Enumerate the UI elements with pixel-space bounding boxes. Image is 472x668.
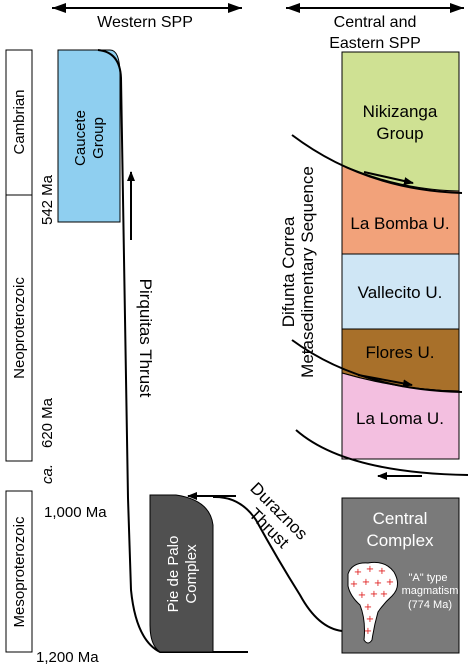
- svg-text:+: +: [362, 577, 370, 588]
- vallecito-label: Vallecito U.: [358, 283, 443, 302]
- caucete-group-block: [57, 49, 121, 223]
- flores-contact-line: [291, 339, 463, 393]
- western-spp-header: Western SPP: [97, 14, 193, 31]
- svg-text:+: +: [366, 614, 374, 625]
- duraznos-thrust-line: [212, 495, 343, 632]
- basal-thrust-line: [295, 429, 469, 476]
- caucete-group-label-line2: Group: [90, 117, 107, 159]
- era-label-cambrian: Cambrian: [11, 89, 28, 154]
- era-box-cambrian: [5, 49, 33, 196]
- era-box-neoproterozoic: [5, 194, 33, 462]
- nikizanga-group-block: [341, 51, 460, 192]
- svg-text:+: +: [354, 567, 362, 578]
- la-loma-label: La Loma U.: [356, 409, 444, 428]
- la-bomba-label: La Bomba U.: [350, 214, 449, 233]
- age-620: 620 Ma: [39, 397, 56, 448]
- svg-text:+: +: [380, 589, 388, 600]
- pirquitas-thrust-line: [97, 49, 248, 653]
- difunta-correa-label-line2: Metasedimentary Sequence: [298, 166, 317, 378]
- nikizanga-label-line1: Nikizanga: [363, 102, 438, 121]
- central-complex-label-line1: Central: [373, 509, 428, 528]
- flores-label: Flores U.: [366, 343, 435, 362]
- difunta-correa-label-line1: Difunta Correa: [279, 216, 298, 327]
- age-542: 542 Ma: [39, 174, 56, 225]
- svg-text:+: +: [370, 589, 378, 600]
- central-eastern-header-line1: Central and: [334, 14, 417, 31]
- central-eastern-header-line2: Eastern SPP: [329, 35, 421, 52]
- nikizanga-label-line2: Group: [376, 124, 423, 143]
- magmatism-label-line2: magmatism: [402, 585, 459, 597]
- magmatism-label-line3: (774 Ma): [408, 599, 452, 611]
- magmatism-crosses: + + + + + + + + + + + + +: [350, 564, 394, 637]
- era-label-neoproterozoic: Neoproterozoic: [11, 277, 28, 379]
- era-label-mesoproterozoic: Mesoproterozoic: [11, 516, 28, 627]
- flores-contact-arrow: [357, 374, 413, 388]
- age-1200: 1,200 Ma: [36, 649, 99, 666]
- pie-de-palo-label-line1: Pie de Palo: [165, 536, 182, 613]
- pie-de-palo-label-line2: Complex: [183, 544, 200, 604]
- nikizanga-contact-line: [291, 134, 463, 194]
- pirquitas-thrust-label: Pirquitas Thrust: [136, 279, 155, 398]
- nikizanga-contact-arrow: [363, 171, 414, 185]
- a-type-magmatism-intrusion: [347, 561, 398, 644]
- vallecito-block: [341, 253, 460, 330]
- svg-text:+: +: [378, 566, 386, 577]
- svg-text:+: +: [358, 590, 366, 601]
- caucete-group-label-line1: Caucete: [72, 110, 89, 166]
- svg-text:+: +: [364, 626, 372, 637]
- svg-text:+: +: [386, 577, 394, 588]
- age-ca: ca.: [39, 464, 56, 484]
- svg-text:+: +: [364, 602, 372, 613]
- era-box-mesoproterozoic: [5, 490, 33, 653]
- magmatism-label-line1: "A" type: [409, 572, 448, 584]
- svg-text:+: +: [366, 564, 374, 575]
- svg-text:+: +: [374, 578, 382, 589]
- central-complex-label-line2: Complex: [366, 531, 434, 550]
- age-1000: 1,000 Ma: [44, 504, 107, 521]
- svg-text:+: +: [350, 579, 358, 590]
